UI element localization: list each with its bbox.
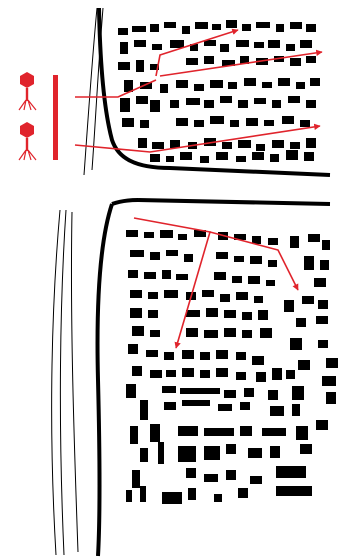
boundary-line-upper [97, 7, 331, 177]
phage-icon [18, 71, 37, 111]
phage-icon [18, 121, 37, 161]
arrow-upper-3 [75, 79, 157, 98]
boundary-line-lower [95, 198, 331, 557]
lower-panel [51, 198, 338, 557]
boundary-corner-lower [111, 198, 139, 206]
legend-bar [53, 75, 58, 160]
river-lines-lower [51, 209, 79, 556]
arrows-upper [74, 28, 323, 153]
arrow-lower-2 [209, 231, 299, 291]
legend [18, 71, 58, 161]
arrow-upper-4 [74, 123, 321, 153]
arrow-upper-2 [159, 49, 323, 77]
building-blocks-lower [126, 230, 338, 504]
arrow-upper-1 [155, 28, 239, 77]
arrows-lower [133, 217, 299, 349]
upper-panel [18, 7, 331, 177]
